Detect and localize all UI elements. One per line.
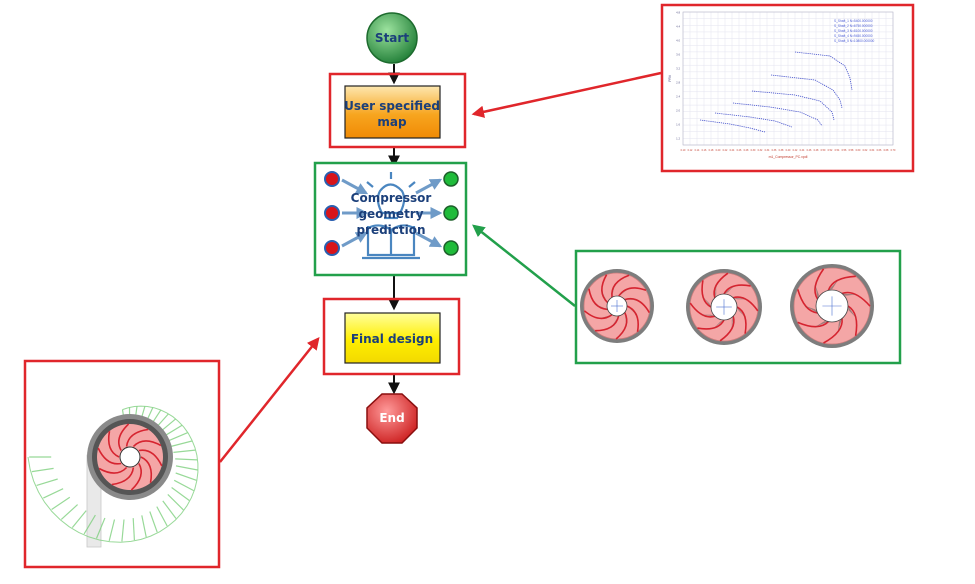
final-process-box: Final design — [344, 312, 441, 364]
y-tick-label: 2.4 — [676, 95, 680, 99]
x-tick-label: 0.18 — [709, 149, 714, 152]
map-callout-arrow — [471, 71, 662, 118]
y-tick-label: 4.4 — [676, 25, 680, 29]
prediction-box: Compressor geometry prediction — [313, 161, 468, 277]
x-tick-label: 0.52 — [828, 149, 833, 152]
x-tick-label: 0.56 — [842, 149, 847, 152]
x-tick-label: 0.68 — [884, 149, 889, 152]
x-tick-label: 0.16 — [702, 149, 707, 152]
x-tick-label: 0.64 — [870, 149, 875, 152]
final-design-panel — [23, 359, 221, 569]
legend-entry: S_Shaft_3 N=8100.000000 — [834, 29, 873, 33]
y-tick-label: 1.6 — [676, 123, 680, 127]
x-tick-label: 0.60 — [856, 149, 861, 152]
final-label: Final design — [351, 332, 433, 346]
prediction-label-line1: Compressor — [351, 191, 432, 205]
map-process-box: User specified map — [344, 85, 441, 139]
end-node: End — [366, 393, 418, 444]
x-tick-label: 0.20 — [716, 149, 721, 152]
speed-line — [794, 51, 853, 91]
final-frame — [322, 297, 461, 376]
x-tick-label: 0.30 — [751, 149, 756, 152]
output-dots — [443, 171, 459, 256]
map-frame — [328, 72, 467, 149]
y-tick-label: 4.8 — [676, 11, 680, 15]
x-tick-label: 0.10 — [681, 149, 686, 152]
x-tick-label: 0.42 — [793, 149, 798, 152]
x-tick-label: 0.22 — [723, 149, 728, 152]
x-tick-label: 0.62 — [863, 149, 868, 152]
speed-line — [770, 74, 843, 109]
input-dots — [324, 171, 340, 256]
start-label: Start — [375, 31, 409, 45]
flow-arrows — [341, 178, 443, 248]
legend-entry: S_Shaft_4 N=9450.000000 — [834, 34, 873, 38]
impeller-callout-arrow — [472, 224, 576, 307]
x-tick-label: 0.46 — [807, 149, 812, 152]
prediction-label-line3: prediction — [356, 223, 425, 237]
x-tick-label: 0.66 — [877, 149, 882, 152]
impeller-geometries-panel — [574, 249, 902, 365]
x-tick-label: 0.14 — [695, 149, 700, 152]
impeller-small — [580, 269, 654, 343]
y-tick-label: 3.6 — [676, 53, 680, 57]
x-tick-label: 0.58 — [849, 149, 854, 152]
x-tick-label: 0.12 — [688, 149, 693, 152]
y-tick-label: 2.0 — [676, 109, 680, 113]
x-tick-label: 0.32 — [758, 149, 763, 152]
speed-line — [714, 112, 793, 128]
x-tick-label: 0.50 — [821, 149, 826, 152]
prediction-label-line2: geometry — [358, 207, 423, 221]
y-tick-label: 3.2 — [676, 67, 680, 71]
y-tick-label: 4.0 — [676, 39, 680, 43]
map-label-line2: map — [377, 115, 407, 129]
end-label: End — [379, 411, 404, 425]
x-tick-label: 0.26 — [737, 149, 742, 152]
y-axis-label: PRtt — [668, 75, 672, 82]
legend-entry: S_Shaft_2 N=6750.000000 — [834, 24, 873, 28]
y-tick-label: 1.2 — [676, 137, 680, 141]
x-tick-label: 0.28 — [744, 149, 749, 152]
x-tick-label: 0.38 — [779, 149, 784, 152]
x-tick-label: 0.54 — [835, 149, 840, 152]
legend-entry: S_Shaft_5 N=10800.000000 — [834, 39, 875, 43]
impeller-medium — [686, 269, 762, 345]
start-node: Start — [366, 12, 418, 64]
x-tick-label: 0.40 — [786, 149, 791, 152]
x-tick-label: 0.48 — [814, 149, 819, 152]
y-tick-label: 2.8 — [676, 81, 680, 85]
x-tick-label: 0.34 — [765, 149, 770, 152]
legend-entry: S_Shaft_1 N=5400.000000 — [834, 19, 873, 23]
x-tick-label: 0.44 — [800, 149, 805, 152]
volute-impeller-model — [27, 405, 199, 548]
speed-line — [732, 102, 823, 127]
speed-line — [699, 119, 766, 133]
lightbulb-book-icon — [362, 172, 420, 260]
x-tick-label: 0.70 — [891, 149, 896, 152]
x-axis-label: m1_Compressor_PC.xpdl — [769, 155, 808, 159]
x-tick-label: 0.36 — [772, 149, 777, 152]
impeller-large — [790, 264, 874, 348]
final-callout-arrow — [219, 337, 320, 463]
map-label-line1: User specified — [344, 99, 440, 113]
x-tick-label: 0.24 — [730, 149, 735, 152]
